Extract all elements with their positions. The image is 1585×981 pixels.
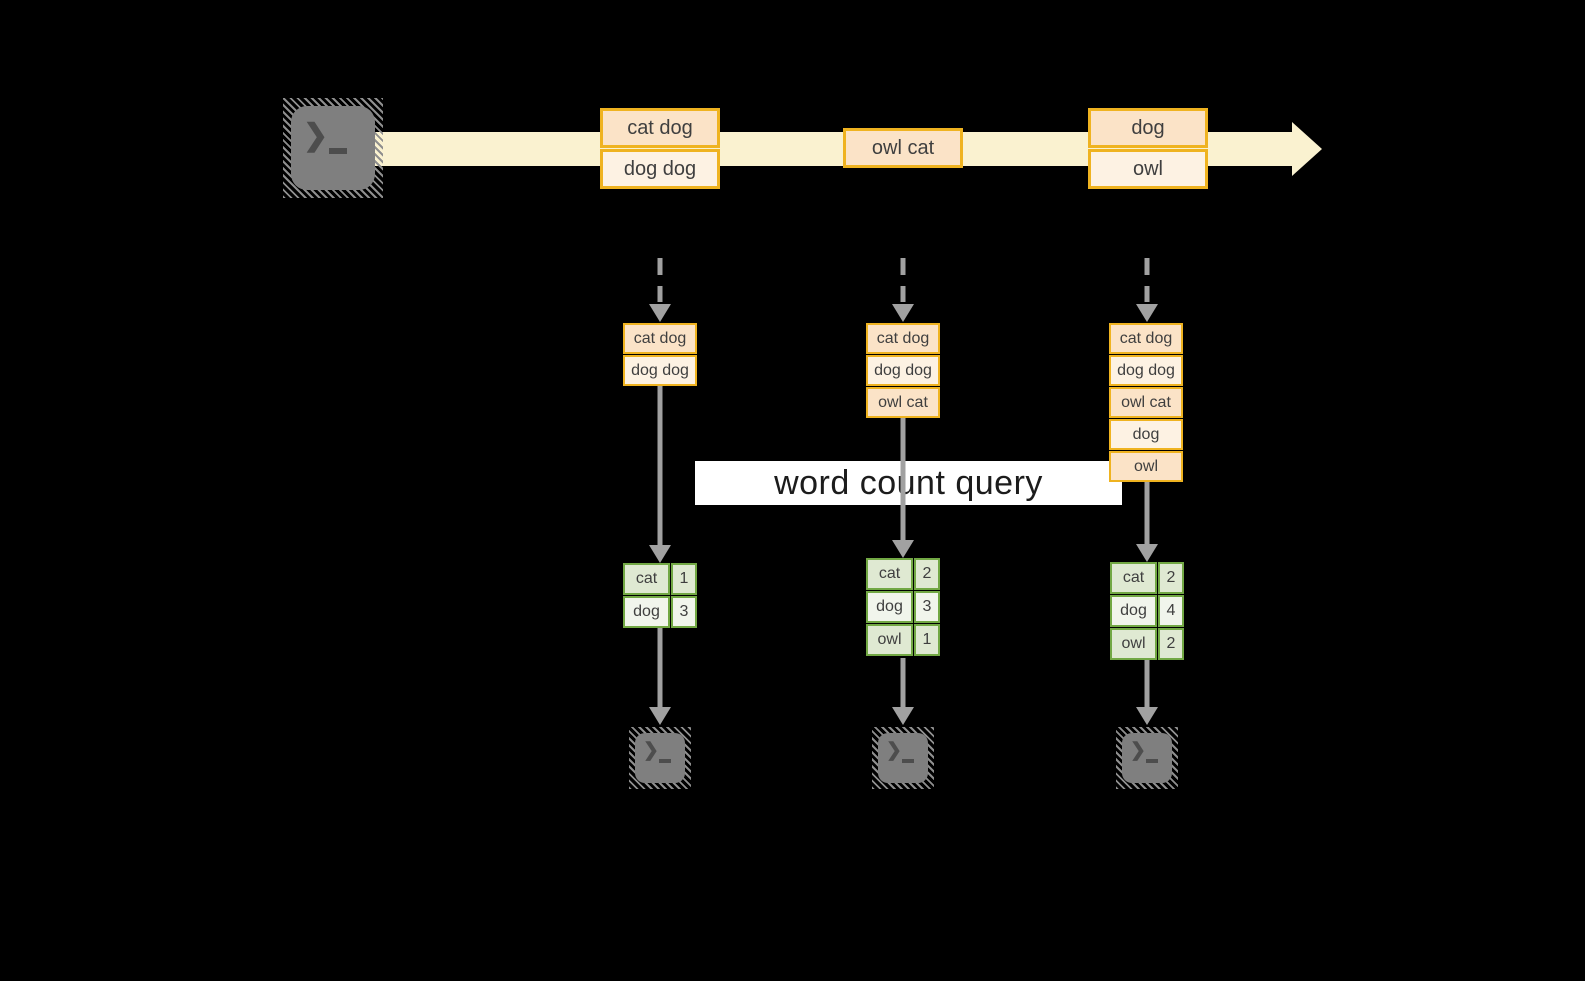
event-record: owl cat [843, 128, 963, 168]
query-arrow-2 [892, 416, 914, 558]
sink-arrow-2 [892, 658, 914, 725]
terminal-sink-icon-2: ❯ [872, 727, 934, 789]
batch-row: dog [1109, 419, 1183, 450]
result-table-3: cat 2 dog 4 owl 2 [1110, 562, 1184, 660]
timeline-event-2: owl cat [843, 128, 963, 168]
result-count-cell: 2 [1158, 628, 1184, 660]
result-count-cell: 3 [914, 591, 940, 623]
input-batch-3: cat dog dog dog owl cat dog owl [1109, 323, 1183, 482]
result-word-cell: owl [866, 624, 913, 656]
terminal-window: ❯ [291, 106, 375, 190]
prompt-chevron-icon: ❯ [643, 740, 659, 761]
query-arrow-3 [1136, 480, 1158, 562]
word-count-query-label: word count query [695, 461, 1122, 505]
prompt-chevron-icon: ❯ [886, 740, 902, 761]
result-word-cell: dog [1110, 595, 1157, 627]
result-count-cell: 4 [1158, 595, 1184, 627]
input-batch-1: cat dog dog dog [623, 323, 697, 386]
stream-timeline-arrowhead-icon [1292, 122, 1322, 176]
terminal-sink-icon-3: ❯ [1116, 727, 1178, 789]
terminal-sink-icon-1: ❯ [629, 727, 691, 789]
dashed-down-arrow-3 [1136, 258, 1158, 322]
result-count-cell: 1 [671, 563, 697, 595]
batch-row: cat dog [866, 323, 940, 354]
batch-row: cat dog [1109, 323, 1183, 354]
terminal-window: ❯ [635, 733, 685, 783]
result-count-cell: 1 [914, 624, 940, 656]
event-record: dog [1088, 108, 1208, 148]
result-count-cell: 2 [1158, 562, 1184, 594]
terminal-window: ❯ [1122, 733, 1172, 783]
prompt-underscore-icon [1146, 759, 1158, 763]
result-count-cell: 2 [914, 558, 940, 590]
result-count-cell: 3 [671, 596, 697, 628]
result-word-cell: dog [866, 591, 913, 623]
result-table-2: cat 2 dog 3 owl 1 [866, 558, 940, 656]
batch-row: dog dog [623, 355, 697, 386]
query-arrow-1 [649, 385, 671, 563]
result-word-cell: cat [623, 563, 670, 595]
event-record: owl [1088, 149, 1208, 189]
result-word-cell: dog [623, 596, 670, 628]
prompt-chevron-icon: ❯ [1130, 740, 1146, 761]
result-word-cell: owl [1110, 628, 1157, 660]
batch-row: cat dog [623, 323, 697, 354]
batch-row: owl [1109, 451, 1183, 482]
terminal-source-icon: ❯ [283, 98, 383, 198]
batch-row: dog dog [866, 355, 940, 386]
dashed-down-arrow-1 [649, 258, 671, 322]
result-word-cell: cat [1110, 562, 1157, 594]
timeline-event-1: cat dog dog dog [600, 108, 720, 189]
batch-row: dog dog [1109, 355, 1183, 386]
batch-row: owl cat [866, 387, 940, 418]
prompt-underscore-icon [902, 759, 914, 763]
result-word-cell: cat [866, 558, 913, 590]
prompt-chevron-icon: ❯ [303, 119, 329, 152]
result-table-1: cat 1 dog 3 [623, 563, 697, 628]
prompt-underscore-icon [329, 148, 347, 154]
terminal-window: ❯ [878, 733, 928, 783]
sink-arrow-3 [1136, 657, 1158, 725]
batch-row: owl cat [1109, 387, 1183, 418]
input-batch-2: cat dog dog dog owl cat [866, 323, 940, 418]
prompt-underscore-icon [659, 759, 671, 763]
sink-arrow-1 [649, 628, 671, 725]
event-record: dog dog [600, 149, 720, 189]
dashed-down-arrow-2 [892, 258, 914, 322]
timeline-event-3: dog owl [1088, 108, 1208, 189]
event-record: cat dog [600, 108, 720, 148]
